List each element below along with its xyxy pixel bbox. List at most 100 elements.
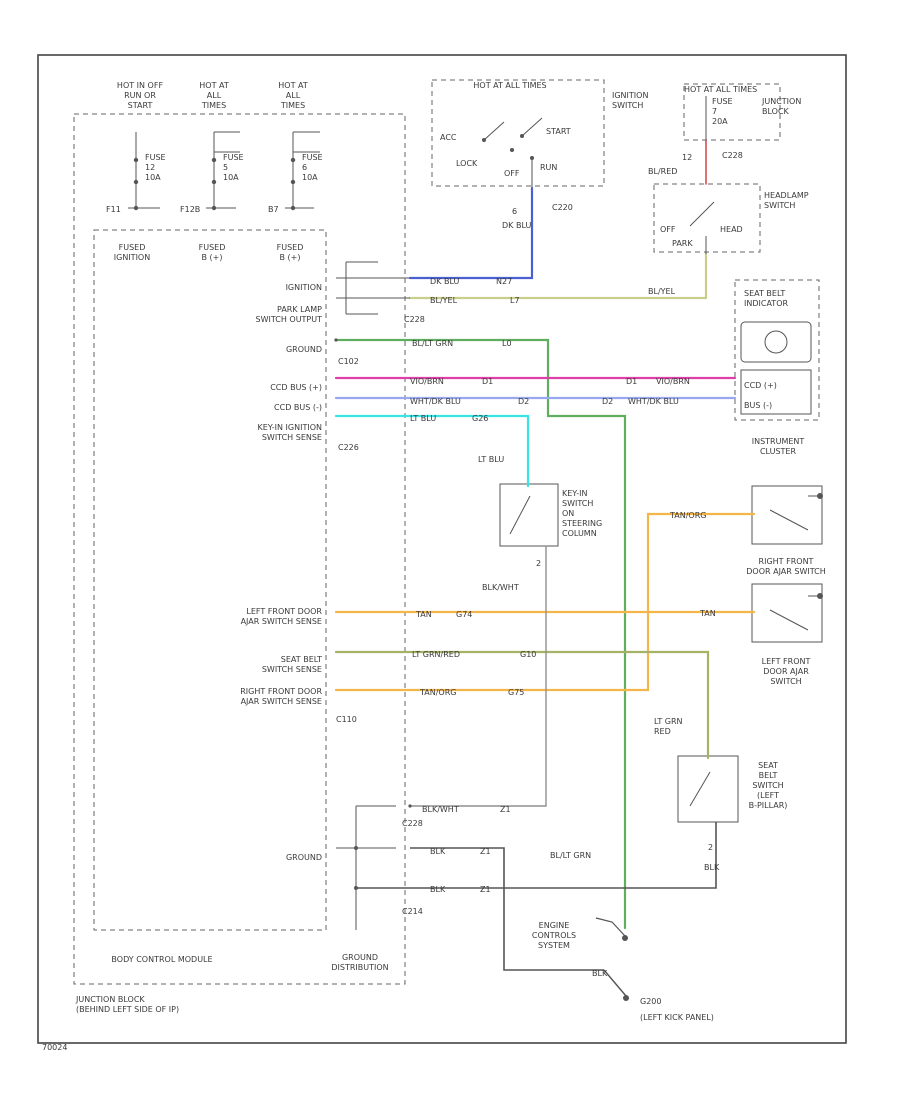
- label-lt-blu-v: LT BLU: [478, 455, 504, 464]
- label-wire-dk-blu-num: 6: [512, 207, 517, 216]
- body-control-module-box: [93, 229, 327, 931]
- key-in-switch-lever: [509, 495, 531, 535]
- label-ccd-pos: CCD BUS (+): [270, 383, 322, 392]
- label-bl-red: BL/RED: [648, 167, 677, 176]
- label-park: PARK: [672, 239, 693, 248]
- key-in-switch-box: [499, 483, 559, 547]
- label-w-wht: WHT/DK BLU: [410, 397, 461, 406]
- label-w-blk2-n: Z1: [480, 885, 491, 894]
- label-junction-block-behind: JUNCTION BLOCK(BEHIND LEFT SIDE OF IP): [75, 995, 179, 1014]
- label-blk-wht-v: BLK/WHT: [482, 583, 519, 592]
- label-w-bl-yel-n: L7: [510, 296, 520, 305]
- label-ground-1: GROUND: [286, 345, 322, 354]
- label-w-vio-n: D1: [482, 377, 493, 386]
- label-w-tanorg-n: G75: [508, 688, 524, 697]
- ignition-switch-contacts: [483, 117, 543, 188]
- label-ccd-neg: CCD BUS (-): [274, 403, 322, 412]
- label-bl-lt-grn-bottom: BL/LT GRN: [550, 851, 591, 860]
- label-vio-ic: VIO/BRN: [656, 377, 690, 386]
- label-lock: LOCK: [456, 159, 478, 168]
- label-c102: C102: [338, 357, 359, 366]
- headlamp-switch-contacts: [689, 201, 715, 254]
- label-w-blk1: BLK: [430, 847, 446, 856]
- label-w-tan-n: G74: [456, 610, 472, 619]
- label-start: START: [546, 127, 571, 136]
- ignition-switch-box: [431, 79, 605, 187]
- label-ground-2: GROUND: [286, 853, 322, 862]
- seat-belt-indicator-box: [740, 321, 812, 363]
- label-ccd-neg-ic: BUS (-): [744, 401, 772, 410]
- engine-controls-lines: [595, 917, 626, 937]
- label-w-blk2: BLK: [430, 885, 446, 894]
- label-blk-seat: BLK: [704, 863, 720, 872]
- input-connector-lines: [336, 261, 410, 315]
- label-pin-b7: B7: [268, 205, 279, 214]
- label-blk-gnd: BLK: [592, 969, 608, 978]
- label-w-ltgrn-n: G10: [520, 650, 536, 659]
- right-front-door-switch-box: [751, 485, 823, 545]
- label-head: HEAD: [720, 225, 743, 234]
- label-w-vio: VIO/BRN: [410, 377, 444, 386]
- wire-dk-blu: [408, 186, 534, 280]
- wire-bl-yel: [408, 252, 708, 300]
- label-w-bl-grn: BL/LT GRN: [412, 339, 453, 348]
- label-w-dk-blu-n: N27: [496, 277, 512, 286]
- connector-dots: [334, 338, 412, 890]
- label-w-dk-blu: DK BLU: [430, 277, 459, 286]
- seat-belt-switch-lever: [689, 771, 711, 807]
- wire-blk-1: [410, 847, 604, 971]
- wire-bl-lt-grn: [334, 338, 627, 930]
- left-front-door-switch-box: [751, 583, 823, 643]
- headlamp-switch-box: [653, 183, 761, 253]
- label-hot-at-all-times-top: HOT AT ALL TIMES: [473, 81, 546, 90]
- label-wht-ic: WHT/DK BLU: [628, 397, 679, 406]
- label-acc: ACC: [440, 133, 457, 142]
- label-run: RUN: [540, 163, 557, 172]
- label-w-blkwht-n: Z1: [500, 805, 511, 814]
- right-door-switch-lever: [769, 495, 820, 531]
- label-w-blk1-n: Z1: [480, 847, 491, 856]
- label-bl-yel-right: BL/YEL: [648, 287, 676, 296]
- instrument-cluster-box: [734, 279, 820, 421]
- label-w-tan: TAN: [415, 610, 432, 619]
- fuse-lines: [128, 131, 320, 209]
- label-hot-at-all-times-jb: HOT AT ALL TIMES: [684, 85, 757, 94]
- label-w-ltblu: LT BLU: [410, 414, 436, 423]
- label-c228-top: C228: [722, 151, 743, 160]
- label-c228-mid: C228: [404, 315, 425, 324]
- label-left-kick: (LEFT KICK PANEL): [640, 1013, 714, 1022]
- wire-blk-2: [356, 822, 717, 889]
- wire-tan-org: [334, 512, 756, 692]
- label-ignition: IGNITION: [286, 283, 322, 292]
- label-ccd-pos-ic: CCD (+): [744, 381, 777, 390]
- label-w-bl-yel: BL/YEL: [430, 296, 458, 305]
- left-door-switch-lever: [769, 595, 820, 631]
- label-g200: G200: [640, 997, 661, 1006]
- label-pin-f11: F11: [106, 205, 121, 214]
- fuse-dots: [133, 157, 296, 211]
